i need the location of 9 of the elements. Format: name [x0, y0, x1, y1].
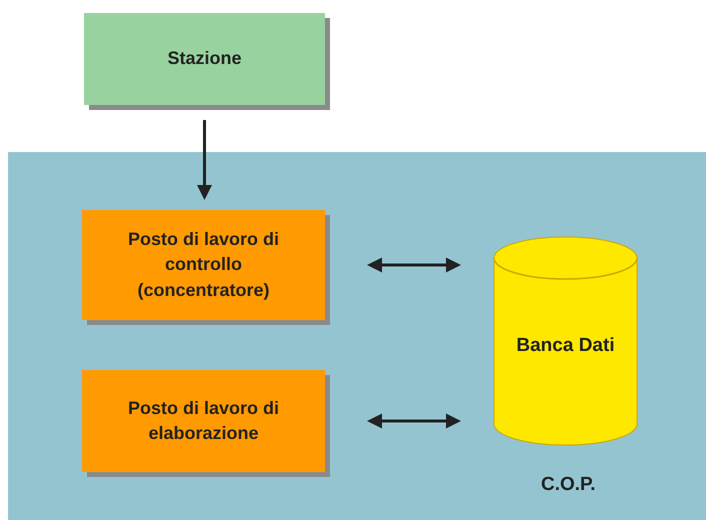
process-box: Stazione: [84, 13, 325, 105]
process-box: Posto di lavoro di controllo (concentratore): [82, 210, 325, 320]
process-box: Posto di lavoro di elaborazione: [82, 370, 325, 472]
area-label: C.O.P.: [541, 474, 596, 496]
database-cylinder: Banca Dati: [493, 236, 638, 446]
area-panel: [8, 152, 706, 520]
arrow: [367, 414, 461, 428]
arrow: [197, 120, 212, 200]
arrow: [367, 258, 461, 272]
